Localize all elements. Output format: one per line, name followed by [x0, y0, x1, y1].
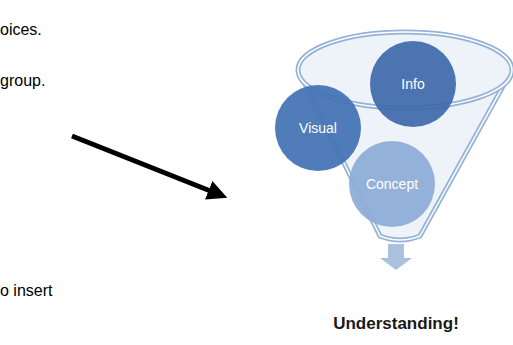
- cut-text: group.: [0, 72, 45, 90]
- down-arrow: [380, 244, 412, 270]
- concept-circle: Visual: [275, 85, 361, 171]
- cut-text: oices.: [0, 21, 42, 39]
- cut-text: o insert: [0, 282, 52, 300]
- concept-circle: Info: [370, 41, 456, 127]
- result-text: Understanding!: [333, 314, 459, 334]
- circle-label: Info: [401, 76, 424, 92]
- circle-label: Concept: [366, 176, 418, 192]
- pointer-arrow: [72, 136, 218, 194]
- circle-label: Visual: [299, 120, 337, 136]
- concept-circle: Concept: [349, 141, 435, 227]
